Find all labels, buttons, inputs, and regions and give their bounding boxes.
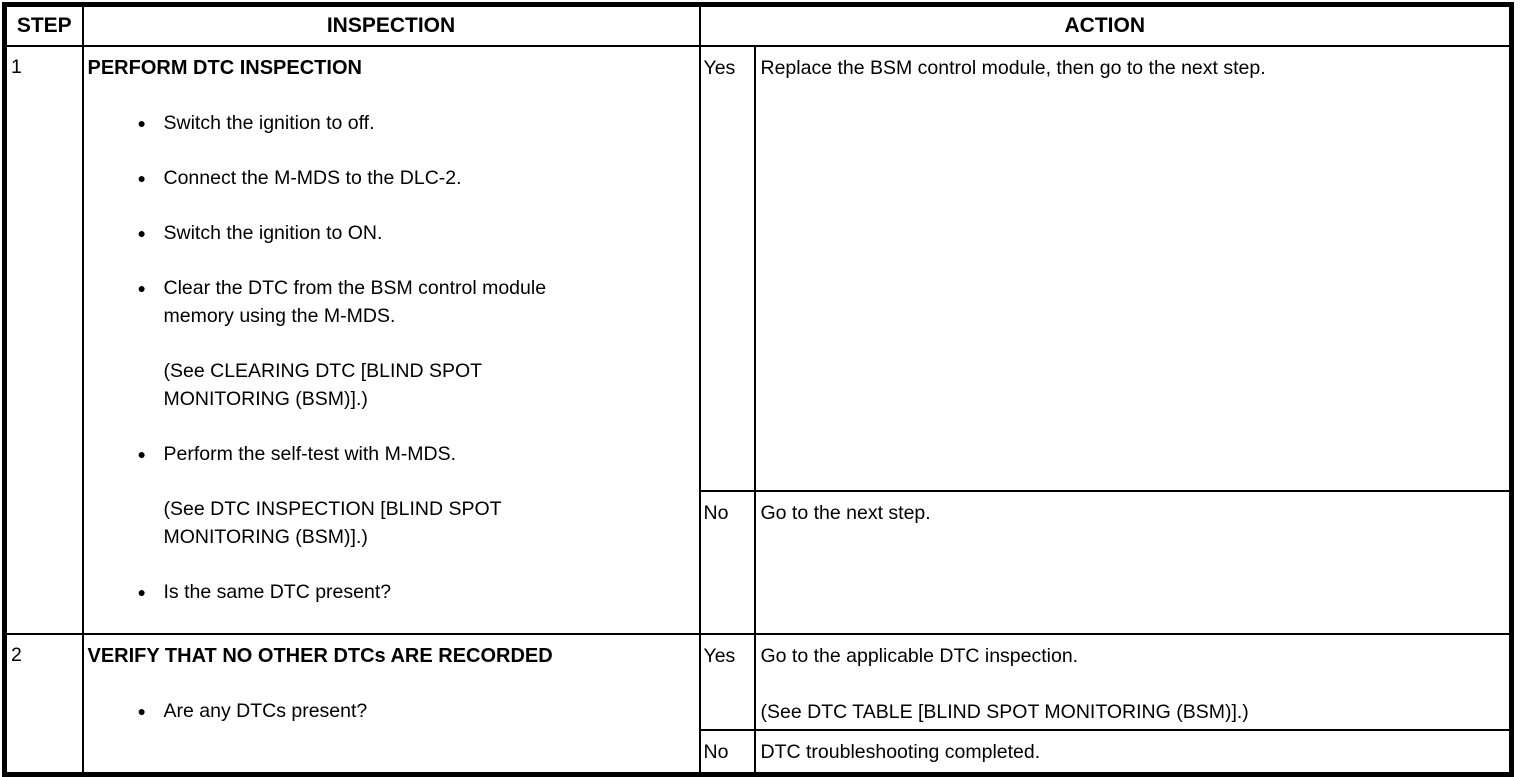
- bullet-item: ● Perform the self-test with M-MDS.: [138, 440, 693, 468]
- bullet-icon: ●: [137, 703, 146, 719]
- bullet-text: Switch the ignition to ON.: [163, 222, 383, 244]
- step2-yes-row: 2 VERIFY THAT NO OTHER DTCs ARE RECORDED…: [3, 633, 1513, 775]
- step-number: 1: [3, 45, 84, 635]
- bullet-item: ● Connect the M-MDS to the DLC-2.: [138, 164, 693, 192]
- bullet-note: (See DTC INSPECTION [BLIND SPOT MONITORI…: [163, 498, 502, 548]
- bullet-text: Connect the M-MDS to the DLC-2.: [163, 167, 462, 189]
- inspection-title: PERFORM DTC INSPECTION: [87, 57, 362, 79]
- column-header-inspection: INSPECTION: [81, 3, 701, 47]
- action-text: Replace the BSM control module, then go …: [753, 45, 1513, 492]
- column-header-step: STEP: [3, 3, 84, 47]
- bullet-item: ● Switch the ignition to ON.: [138, 219, 693, 247]
- verdict-label: Yes: [698, 45, 756, 492]
- step2-no-row: No DTC troubleshooting completed.: [5, 729, 1513, 775]
- inspection-bullet-list: ● Switch the ignition to off. ● Connect …: [138, 109, 693, 606]
- header-row: STEP INSPECTION ACTION: [3, 3, 1513, 47]
- bullet-note: (See CLEARING DTC [BLIND SPOT MONITORING…: [163, 360, 483, 410]
- bullet-icon: ●: [137, 170, 146, 186]
- bullet-item: ● Switch the ignition to off.: [138, 109, 693, 137]
- verdict-label: No: [698, 489, 756, 636]
- action-text: Go to the applicable DTC inspection. (Se…: [753, 633, 1513, 731]
- column-header-action: ACTION: [698, 3, 1513, 47]
- bullet-item: ● Clear the DTC from the BSM control mod…: [138, 274, 693, 330]
- bullet-icon: ●: [137, 115, 146, 131]
- bullet-icon: ●: [137, 446, 146, 462]
- bullet-icon: ●: [137, 225, 146, 241]
- bullet-text: Are any DTCs present?: [163, 700, 368, 722]
- action-text: Go to the next step.: [753, 489, 1513, 636]
- bullet-item: ● Is the same DTC present?: [138, 578, 693, 606]
- bullet-text: Perform the self-test with M-MDS.: [163, 443, 457, 465]
- step1-yes-row: 1 PERFORM DTC INSPECTION ● Switch the ig…: [3, 45, 1513, 635]
- inspection-cell: PERFORM DTC INSPECTION ● Switch the igni…: [81, 45, 701, 635]
- step1-no-row: No Go to the next step.: [5, 489, 1513, 636]
- bullet-text: Is the same DTC present?: [163, 581, 392, 603]
- bullet-item: ● Are any DTCs present?: [138, 697, 693, 725]
- inspection-cell: VERIFY THAT NO OTHER DTCs ARE RECORDED ●…: [81, 633, 701, 775]
- bullet-icon: ●: [137, 584, 146, 600]
- bullet-icon: ●: [137, 280, 146, 296]
- inspection-title: VERIFY THAT NO OTHER DTCs ARE RECORDED: [87, 645, 553, 667]
- verdict-label: Yes: [698, 633, 756, 731]
- bullet-text: Switch the ignition to off.: [163, 112, 375, 134]
- inspection-bullet-list: ● Are any DTCs present?: [138, 697, 693, 725]
- bullet-text: Clear the DTC from the BSM control modul…: [163, 277, 547, 327]
- verdict-label: No: [698, 729, 756, 775]
- step-number: 2: [3, 633, 84, 775]
- action-text: DTC troubleshooting completed.: [753, 729, 1513, 775]
